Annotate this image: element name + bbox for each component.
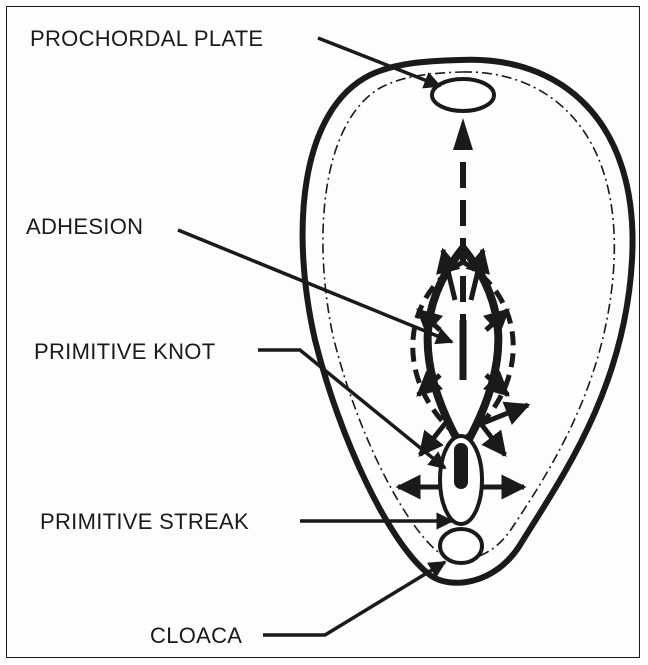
label-primitive-knot: PRIMITIVE KNOT — [34, 341, 215, 363]
prochordal-plate-oval — [432, 79, 494, 111]
cloaca-oval — [440, 529, 482, 563]
label-cloaca: CLOACA — [150, 625, 242, 647]
label-prochordal-plate: PROCHORDAL PLATE — [30, 28, 263, 50]
label-primitive-streak: PRIMITIVE STREAK — [40, 511, 249, 533]
upward-arrowhead — [453, 118, 473, 150]
leader-cloaca — [263, 562, 445, 635]
leader-adhesion — [178, 230, 452, 342]
label-adhesion: ADHESION — [26, 216, 143, 238]
